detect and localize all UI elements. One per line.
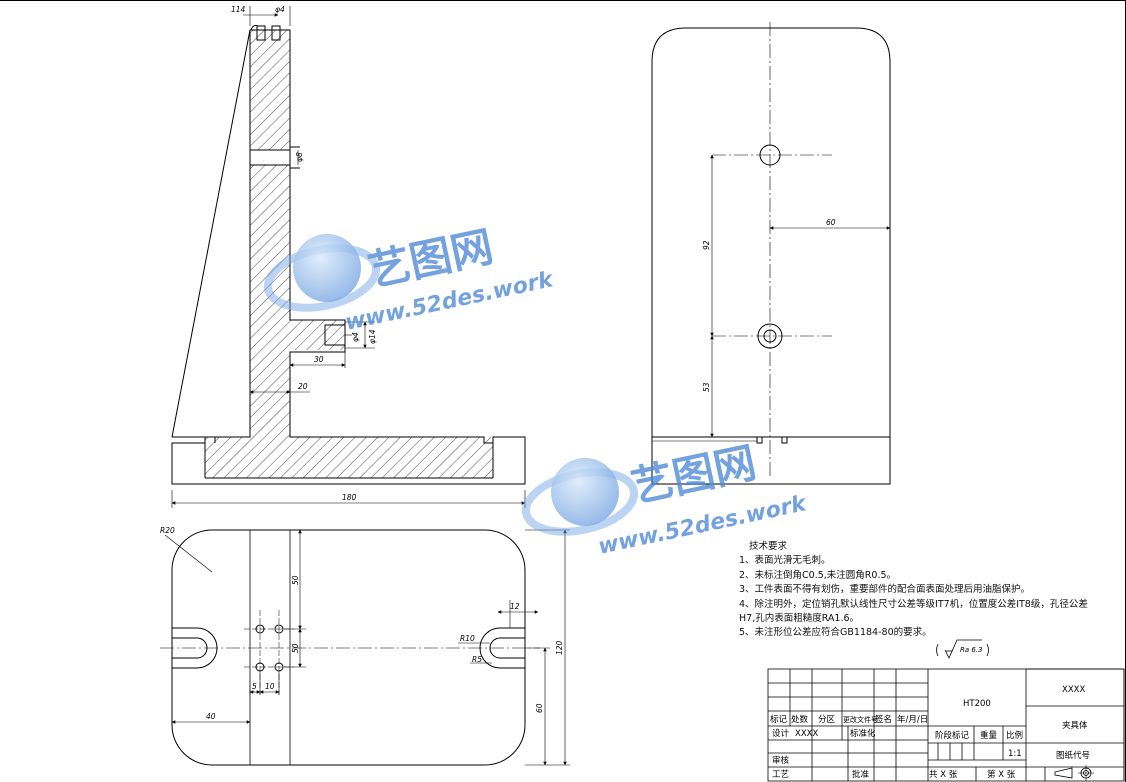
technical-requirements-title: 技术要求 [749,541,788,552]
dim-side-53: 53 [702,382,711,392]
dim-plan-r10: R10 [460,634,475,643]
tb-nianyueri: 年/月/日 [897,714,928,725]
roughness-value: Ra 6.3 [960,646,983,654]
dim-side-92: 92 [702,240,711,250]
tb-sheji-name: XXXX [795,729,818,739]
plan-dimensions [164,529,570,766]
dim-hole-side: φ14 [368,329,377,344]
tb-biaoji: 标记 [770,714,788,725]
front-dimensions [171,6,526,508]
dim-plan-60: 60 [535,703,544,713]
plan-view [160,529,540,766]
tb-gengai: 更改文件号 [843,715,878,724]
surface-roughness-symbol [936,639,989,659]
section-hatch-base [205,437,493,478]
dim-slot-top: 114 [231,5,246,14]
dim-plan-10: 10 [265,682,275,691]
tb-part-name: 夹具体 [1062,720,1088,731]
requirement-line: 4、除注明外，定位销孔默认线性尺寸公差等级IT7机，位置度公差IT8级，孔径公差 [739,598,1088,610]
tb-gongyi: 工艺 [772,770,789,780]
tb-total-sheets: 共 X 张 [929,770,958,780]
tb-qianming: 签名 [875,714,892,725]
tb-stage-label: 阶段标记 [935,730,970,741]
dim-hole-mid: φ8 [295,152,304,162]
tb-pizhun: 批准 [852,769,870,780]
dim-len-20: 20 [298,382,308,391]
dim-plan-r5: R5 [472,655,482,664]
section-hatch-vertical [250,30,290,150]
dim-plan-r20: R20 [160,526,175,535]
dim-plan-5: 5 [252,682,257,691]
title-block [767,668,1125,782]
tb-fenqu: 分区 [818,715,836,725]
side-view [651,22,891,485]
dim-total-width: 180 [342,493,357,502]
dim-plan-40: 40 [206,712,216,721]
dim-hole-small: φ4 [351,332,360,342]
front-section-view [171,25,526,485]
tb-shenhe: 审核 [772,755,790,766]
dim-plan-12: 12 [510,602,520,611]
side-dimensions [710,154,891,438]
requirement-line: H7,孔内表面粗糙度RA1.6。 [739,613,860,625]
requirement-line: 2、未标注倒角C0.5,未注圆角R0.5。 [739,569,897,581]
tb-material: HT200 [963,699,991,709]
tb-drawing-code: 图纸代号 [1056,750,1090,761]
tb-scale-label: 比例 [1006,730,1023,741]
technical-requirements: 技术要求 1、表面光滑无毛刺。 2、未标注倒角C0.5,未注圆角R0.5。 3、… [739,540,1119,641]
watermark-logo-1: 艺图网 www.52des.work [263,222,557,336]
tb-chushu: 处数 [791,714,809,725]
requirement-line: 5、未注形位公差应符合GB1184-80的要求。 [739,627,932,639]
requirement-line: 1、表面光滑无毛刺。 [739,555,831,567]
tb-weight-label: 重量 [980,730,998,741]
tb-drawing-name-top: XXXX [1062,685,1085,695]
requirement-line: 3、工件表面不得有划伤，重要部件的配合面表面处理后用油脂保护。 [739,584,1031,596]
section-hatch-web [250,165,345,437]
dim-hole-top: φ4 [275,5,285,14]
dim-plan-50b: 50 [291,643,300,653]
tb-sheet-no: 第 X 张 [987,769,1016,780]
dim-side-60: 60 [826,218,836,227]
tb-sheji: 设计 [772,728,790,739]
watermark-logo-text-2: 艺图网 [627,438,760,512]
dim-plan-120: 120 [555,640,564,655]
tb-scale-value: 1:1 [1008,749,1022,759]
tb-biaozhunhua: 标准化 [850,728,876,739]
dim-plan-50a: 50 [291,575,300,585]
dim-len-30: 30 [314,355,324,364]
